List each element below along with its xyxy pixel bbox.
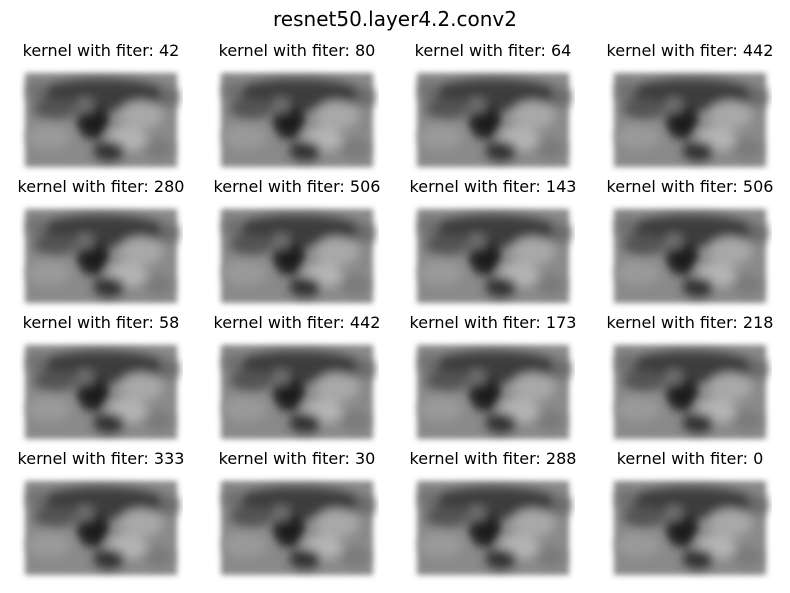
kernel-image bbox=[215, 67, 379, 173]
panel-title: kernel with fiter: 30 bbox=[218, 449, 376, 468]
kernel-image bbox=[19, 203, 183, 309]
kernel-image bbox=[608, 339, 772, 445]
kernel-image bbox=[215, 475, 379, 581]
panel-title: kernel with fiter: 333 bbox=[17, 449, 185, 468]
panel-title: kernel with fiter: 58 bbox=[22, 313, 180, 332]
kernel-image bbox=[19, 475, 183, 581]
panel-title: kernel with fiter: 506 bbox=[213, 177, 381, 196]
panel-title: kernel with fiter: 442 bbox=[213, 313, 381, 332]
panel-title: kernel with fiter: 80 bbox=[218, 41, 376, 60]
kernel-image bbox=[608, 67, 772, 173]
kernel-image bbox=[19, 339, 183, 445]
kernel-image bbox=[608, 475, 772, 581]
kernel-image bbox=[411, 203, 575, 309]
panel-title: kernel with fiter: 143 bbox=[409, 177, 577, 196]
panel-title: kernel with fiter: 218 bbox=[606, 313, 774, 332]
panel-title: kernel with fiter: 506 bbox=[606, 177, 774, 196]
panel-title: kernel with fiter: 42 bbox=[22, 41, 180, 60]
panel-title: kernel with fiter: 173 bbox=[409, 313, 577, 332]
panel-title: kernel with fiter: 280 bbox=[17, 177, 185, 196]
kernel-image bbox=[411, 475, 575, 581]
kernel-image bbox=[608, 203, 772, 309]
kernel-image bbox=[411, 67, 575, 173]
panel-title: kernel with fiter: 288 bbox=[409, 449, 577, 468]
panel-title: kernel with fiter: 0 bbox=[616, 449, 764, 468]
panel-title: kernel with fiter: 442 bbox=[606, 41, 774, 60]
kernel-image bbox=[215, 339, 379, 445]
panel-title: kernel with fiter: 64 bbox=[414, 41, 572, 60]
kernel-image bbox=[411, 339, 575, 445]
kernel-image bbox=[19, 67, 183, 173]
kernel-image bbox=[215, 203, 379, 309]
figure-title: resnet50.layer4.2.conv2 bbox=[273, 7, 517, 31]
